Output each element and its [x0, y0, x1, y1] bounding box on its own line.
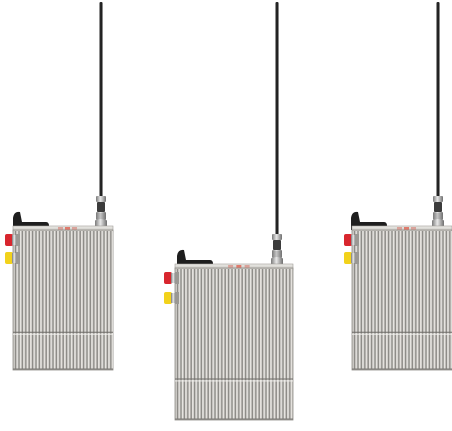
whip-antenna-icon: [271, 2, 283, 268]
knob-icon: [351, 211, 387, 230]
status-tab: [397, 227, 402, 230]
status-tab: [244, 265, 250, 268]
status-tab: [236, 265, 242, 268]
device-center: [164, 2, 294, 421]
whip-antenna-icon: [432, 2, 444, 230]
status-tab: [404, 227, 409, 230]
heatsink-fins-icon: [354, 231, 452, 369]
rf-connector-icon: [344, 252, 359, 264]
device-left: [5, 2, 114, 371]
status-tab: [65, 227, 70, 230]
rf-connector-icon: [164, 272, 179, 284]
status-tab: [411, 227, 416, 230]
rf-connector-icon: [164, 292, 179, 304]
knob-icon: [13, 211, 49, 230]
rf-connector-icon: [5, 252, 20, 264]
whip-antenna-icon: [95, 2, 107, 230]
status-tab: [228, 265, 234, 268]
status-tab: [58, 227, 63, 230]
knob-icon: [177, 249, 213, 268]
status-tab: [72, 227, 77, 230]
rf-connector-icon: [344, 234, 359, 246]
heatsink-fins-icon: [15, 231, 113, 369]
heatsink-fins-icon: [177, 269, 292, 419]
rf-connector-icon: [5, 234, 20, 246]
device-right: [344, 2, 452, 371]
